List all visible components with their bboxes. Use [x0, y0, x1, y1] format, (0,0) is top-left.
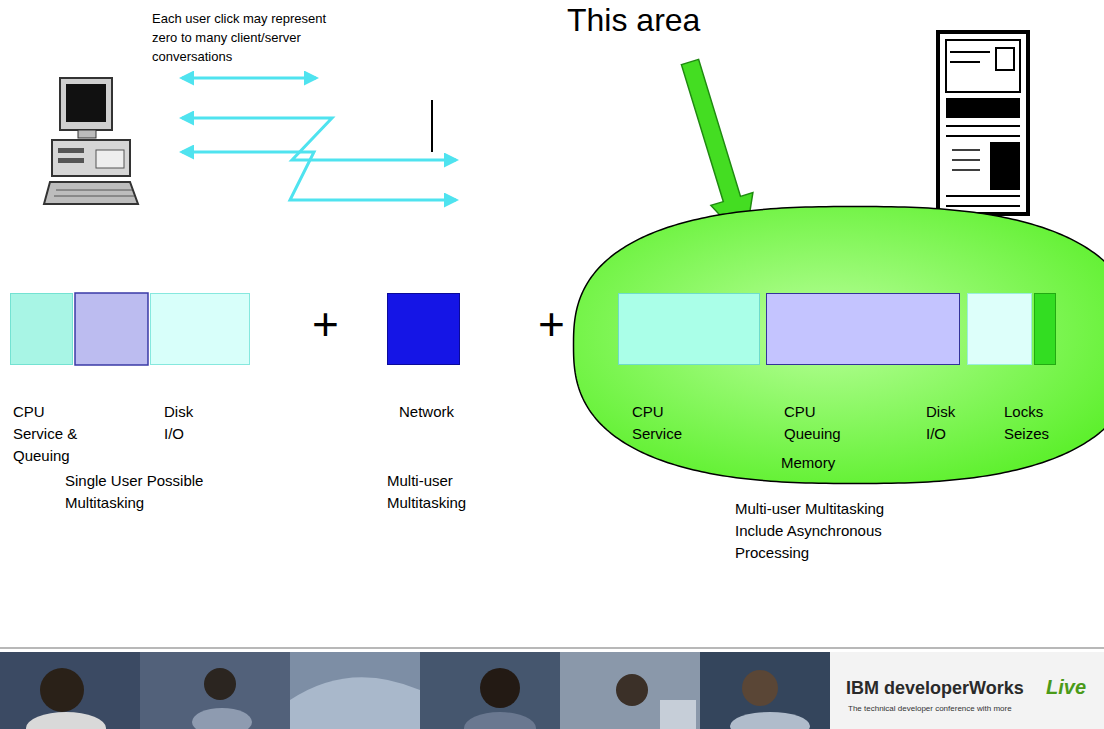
client-pc-icon-part — [66, 84, 106, 122]
conversation-arrow — [182, 77, 316, 80]
server-area-ellipse: MemoryMulti-user Multitasking Include As… — [572, 205, 1104, 485]
box-label: CPU Queuing — [784, 401, 856, 445]
box-label: Disk I/O — [164, 401, 210, 445]
banner-part — [830, 652, 1104, 729]
conversation-arrows — [182, 78, 456, 200]
server-tower-icon-part — [946, 98, 1020, 118]
network-box: Network — [387, 293, 460, 365]
divider-line — [431, 100, 433, 152]
box-label: Network — [399, 401, 489, 423]
ellipse-shape — [574, 207, 1104, 484]
disk-io-box: Disk I/O — [967, 293, 1032, 365]
box-label: CPU Service — [632, 401, 704, 445]
group-caption: Single User Possible Multitasking — [65, 470, 225, 514]
box-label: Disk I/O — [926, 401, 972, 445]
client-pc-icon-part — [52, 140, 130, 176]
box-label: CPU Service & Queuing — [13, 401, 85, 467]
banner-part — [40, 668, 84, 712]
server-tower-icon-part — [990, 142, 1020, 190]
server-tower-icon-part — [938, 32, 1028, 214]
logo-text: Live — [1046, 676, 1086, 699]
note-text: Each user click may represent zero to ma… — [152, 10, 352, 67]
disk-io-box: Disk I/O — [150, 293, 250, 365]
banner-part — [0, 647, 1104, 649]
client-pc-icon-part — [58, 158, 84, 163]
server-tower-icon-part — [952, 150, 980, 170]
conversation-arrow — [182, 152, 456, 200]
banner-part — [730, 712, 810, 729]
banner-part — [192, 708, 252, 729]
banner-part — [464, 712, 536, 729]
client-pc-icon-part — [54, 190, 134, 196]
plus-sign: + — [538, 298, 565, 351]
server-tower-icon-part — [950, 48, 1014, 70]
server-tower-icon-part — [946, 196, 1020, 206]
banner-part — [660, 700, 696, 729]
banner-part — [616, 674, 648, 706]
locks-seizes-box: Locks Seizes — [1034, 293, 1056, 365]
group-caption: Multi-user Multitasking — [387, 470, 487, 514]
cpu-queue-box — [75, 293, 148, 365]
box-label: Locks Seizes — [1004, 401, 1058, 445]
banner-part — [480, 668, 520, 708]
banner-part — [290, 652, 420, 729]
banner-part — [290, 677, 420, 729]
banner-part — [742, 670, 778, 706]
server-tower-icon-part — [946, 40, 1020, 92]
server-tower-icon — [938, 32, 1028, 214]
plus-sign: + — [312, 298, 339, 351]
client-pc-icon-part — [58, 148, 84, 153]
server-tower-icon-part — [946, 126, 1020, 136]
logo-tagline: The technical developer conference with … — [848, 704, 1012, 714]
banner-part — [0, 652, 830, 729]
client-pc-icon-part — [78, 130, 96, 138]
banner-part — [204, 668, 236, 700]
box-label: Memory — [781, 452, 871, 474]
area-caption: Multi-user Multitasking Include Asynchro… — [735, 498, 895, 564]
client-pc-icon-part — [96, 150, 124, 168]
cpu-service-box: CPU Service & Queuing — [10, 293, 73, 365]
banner — [0, 648, 1104, 729]
logo-text: IBM developerWorks — [846, 678, 1024, 699]
cpu-service-box: CPU Service — [618, 293, 760, 365]
client-pc-icon-part — [60, 78, 112, 130]
callout-title: This area — [567, 2, 700, 39]
conversation-arrow — [182, 118, 456, 160]
banner-part — [26, 712, 106, 729]
client-pc-icon-part — [44, 182, 138, 204]
banner-part — [560, 652, 700, 729]
client-pc-icon — [44, 78, 138, 204]
cpu-queuing-box: CPU Queuing — [766, 293, 960, 365]
